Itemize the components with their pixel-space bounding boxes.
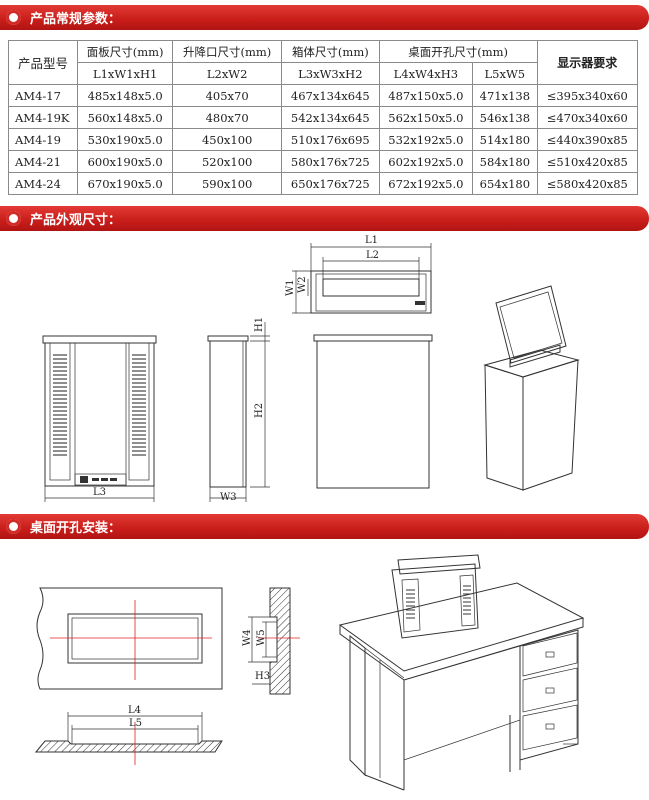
cell-box: 510x176x695 — [281, 128, 380, 151]
cell-panel: 600x190x5.0 — [76, 150, 174, 173]
cell-hole-a: 562x150x5.0 — [378, 106, 474, 129]
table-row: AM4-19 530x190x5.0 450x100 510x176x695 5… — [8, 128, 639, 151]
section-title-outline: 产品外观尺寸： — [30, 213, 122, 228]
bullet-icon — [6, 10, 21, 25]
col-hole: 桌面开孔尺寸(mm) — [378, 40, 538, 63]
dim-label-l1: L1 — [365, 235, 378, 246]
cell-panel: 485x148x5.0 — [76, 84, 174, 107]
cell-panel: 670x190x5.0 — [76, 172, 174, 195]
cutout-front-section: L4 L5 — [34, 705, 223, 765]
box-view — [313, 334, 433, 489]
cell-hole-a: 672x192x5.0 — [378, 172, 474, 195]
cell-box: 467x134x645 — [281, 84, 380, 107]
dim-label-h1: H1 — [254, 317, 265, 332]
cell-panel: 560x148x5.0 — [76, 106, 174, 129]
cell-display: ≤580x420x85 — [536, 172, 639, 195]
cell-lift: 405x70 — [172, 84, 282, 107]
cell-hole-b: 514x180 — [472, 128, 538, 151]
cell-hole-b: 546x138 — [472, 106, 538, 129]
top-view-panel: L1 L2 W1 W2 — [285, 235, 432, 314]
col-box-sub: L3xW3xH2 — [281, 62, 380, 85]
front-view: L3 — [42, 335, 157, 502]
cell-lift: 450x100 — [172, 128, 282, 151]
dim-label-h3: H3 — [255, 671, 270, 682]
cell-display: ≤395x340x60 — [536, 84, 639, 107]
cutout-section-view: W4 W5 H3 — [242, 587, 300, 695]
cell-model: AM4-24 — [8, 172, 78, 195]
cell-hole-b: 584x180 — [472, 150, 538, 173]
cutout-top-view — [36, 587, 223, 690]
dim-label-w1: W1 — [285, 279, 296, 296]
table-row: AM4-19K 560x148x5.0 480x70 542x134x645 5… — [8, 106, 639, 129]
cell-display: ≤470x340x60 — [536, 106, 639, 129]
cell-hole-a: 602x192x5.0 — [378, 150, 474, 173]
col-display: 显示器要求 — [536, 40, 639, 85]
spec-table: 产品型号 面板尺寸(mm) 升降口尺寸(mm) 箱体尺寸(mm) 桌面开孔尺寸(… — [8, 40, 639, 195]
cell-model: AM4-21 — [8, 150, 78, 173]
cell-hole-a: 487x150x5.0 — [378, 84, 474, 107]
section-title-params: 产品常规参数： — [30, 12, 122, 27]
col-model: 产品型号 — [8, 40, 78, 85]
col-hole-sub-a: L4xW4xH3 — [378, 62, 474, 85]
section-header-install: 桌面开孔安装： — [0, 514, 649, 539]
bullet-icon — [6, 519, 21, 534]
isometric-view — [483, 285, 580, 491]
dim-label-h2: H2 — [254, 403, 265, 418]
dim-label-w3: W3 — [220, 492, 237, 503]
side-view: H2 H1 W3 — [207, 317, 270, 503]
cell-model: AM4-17 — [8, 84, 78, 107]
dim-label-l4: L4 — [128, 705, 141, 716]
dim-label-w4: W4 — [242, 629, 253, 646]
col-panel-sub: L1xW1xH1 — [76, 62, 174, 85]
cell-lift: 590x100 — [172, 172, 282, 195]
col-panel: 面板尺寸(mm) — [76, 40, 174, 63]
dim-label-w2: W2 — [297, 276, 308, 293]
col-lift: 升降口尺寸(mm) — [172, 40, 282, 63]
cell-lift: 520x100 — [172, 150, 282, 173]
table-row: AM4-21 600x190x5.0 520x100 580x176x725 6… — [8, 150, 639, 173]
col-hole-sub-b: L5xW5 — [472, 62, 538, 85]
desk-isometric — [338, 554, 585, 791]
cell-hole-a: 532x192x5.0 — [378, 128, 474, 151]
col-box: 箱体尺寸(mm) — [281, 40, 380, 63]
section-title-install: 桌面开孔安装： — [30, 521, 122, 536]
cell-model: AM4-19 — [8, 128, 78, 151]
section-header-outline: 产品外观尺寸： — [0, 206, 649, 231]
cell-box: 580x176x725 — [281, 150, 380, 173]
cell-panel: 530x190x5.0 — [76, 128, 174, 151]
table-row: AM4-24 670x190x5.0 590x100 650x176x725 6… — [8, 172, 639, 195]
dim-label-l5: L5 — [129, 718, 142, 729]
section-header-params: 产品常规参数： — [0, 5, 649, 30]
cell-box: 650x176x725 — [281, 172, 380, 195]
table-row: AM4-17 485x148x5.0 405x70 467x134x645 48… — [8, 84, 639, 107]
cell-hole-b: 471x138 — [472, 84, 538, 107]
cell-display: ≤440x390x85 — [536, 128, 639, 151]
cell-lift: 480x70 — [172, 106, 282, 129]
bullet-icon — [6, 211, 21, 226]
install-drawings: W4 W5 H3 L4 L5 — [34, 554, 585, 791]
col-lift-sub: L2xW2 — [172, 62, 282, 85]
cell-model: AM4-19K — [8, 106, 78, 129]
cell-box: 542x134x645 — [281, 106, 380, 129]
cell-display: ≤510x420x85 — [536, 150, 639, 173]
outline-drawings: L1 L2 W1 W2 — [42, 235, 580, 503]
dim-label-l3: L3 — [93, 487, 106, 498]
dim-label-l2: L2 — [366, 250, 379, 261]
cell-hole-b: 654x180 — [472, 172, 538, 195]
dim-label-w5: W5 — [256, 629, 267, 646]
